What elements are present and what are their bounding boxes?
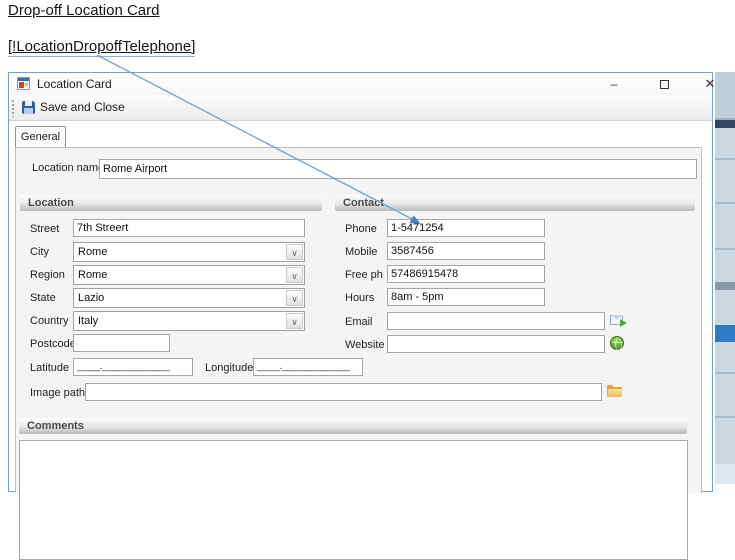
free-ph-input[interactable]	[387, 265, 545, 283]
country-value: Italy	[78, 315, 99, 327]
browse-folder-icon[interactable]	[607, 385, 623, 397]
chevron-down-icon[interactable]: ∨	[286, 290, 303, 306]
maximize-button[interactable]	[649, 75, 679, 93]
location-name-label: Location name:	[32, 162, 108, 174]
window-title: Location Card	[37, 77, 112, 91]
mobile-input[interactable]	[387, 242, 545, 260]
state-combobox[interactable]: Lazio ∨	[73, 288, 305, 308]
region-combobox[interactable]: Rome ∨	[73, 265, 305, 285]
location-group-header: Location	[20, 195, 322, 211]
latitude-input[interactable]: ____.____________	[73, 358, 193, 376]
chevron-down-icon[interactable]: ∨	[286, 267, 303, 283]
postcode-label: Postcode	[30, 338, 76, 350]
send-email-icon[interactable]	[610, 314, 627, 327]
free-ph-label: Free ph	[345, 269, 383, 281]
doc-heading-merge-field: [!LocationDropoffTelephone]	[8, 38, 196, 57]
chevron-down-icon[interactable]: ∨	[286, 244, 303, 260]
window-titlebar[interactable]: Location Card – ✕	[9, 73, 715, 94]
tab-general[interactable]: General	[15, 126, 66, 147]
country-label: Country	[30, 315, 69, 327]
general-tab-page: Location name: Location Street City Rome…	[15, 147, 702, 560]
email-input[interactable]	[387, 312, 605, 330]
region-label: Region	[30, 269, 65, 281]
location-name-input[interactable]	[99, 159, 697, 179]
phone-label: Phone	[345, 223, 377, 235]
background-window-sliver	[715, 72, 735, 484]
doc-heading-dropoff-location-card: Drop-off Location Card	[8, 2, 160, 19]
city-label: City	[30, 246, 49, 258]
city-value: Rome	[78, 246, 108, 258]
state-label: State	[30, 292, 56, 304]
save-icon	[22, 101, 35, 114]
city-combobox[interactable]: Rome ∨	[73, 242, 305, 262]
mobile-label: Mobile	[345, 246, 378, 258]
country-combobox[interactable]: Italy ∨	[73, 311, 305, 331]
minimize-button[interactable]: –	[610, 77, 618, 91]
region-value: Rome	[78, 269, 108, 281]
maximize-icon	[659, 80, 669, 90]
website-label: Website	[345, 339, 385, 351]
close-button[interactable]: ✕	[704, 76, 716, 91]
phone-input[interactable]	[387, 219, 545, 237]
open-website-globe-icon[interactable]	[610, 336, 624, 351]
longitude-label: Longitude	[205, 362, 254, 374]
comments-textarea[interactable]	[19, 440, 688, 560]
image-path-input[interactable]	[85, 383, 602, 401]
contact-group-header: Contact	[335, 195, 695, 211]
hours-label: Hours	[345, 292, 375, 304]
postcode-input[interactable]	[73, 334, 170, 352]
save-and-close-label: Save and Close	[40, 100, 125, 114]
website-input[interactable]	[387, 335, 605, 353]
toolbar-grip-handle[interactable]	[12, 100, 14, 117]
state-value: Lazio	[78, 292, 105, 304]
email-label: Email	[345, 316, 373, 328]
window-toolbar: Save and Close	[9, 94, 712, 121]
latitude-label: Latitude	[30, 362, 70, 374]
chevron-down-icon[interactable]: ∨	[286, 313, 303, 329]
location-card-window: Location Card – ✕ Save and Close General…	[8, 72, 715, 560]
street-label: Street	[30, 223, 60, 235]
image-path-label: Image path	[30, 387, 86, 399]
hours-input[interactable]	[387, 288, 545, 306]
app-form-icon	[17, 77, 30, 90]
longitude-input[interactable]: ____.____________	[253, 358, 363, 376]
save-and-close-button[interactable]: Save and Close	[18, 98, 131, 118]
comments-group-header: Comments	[19, 418, 687, 434]
street-input[interactable]	[73, 219, 305, 237]
